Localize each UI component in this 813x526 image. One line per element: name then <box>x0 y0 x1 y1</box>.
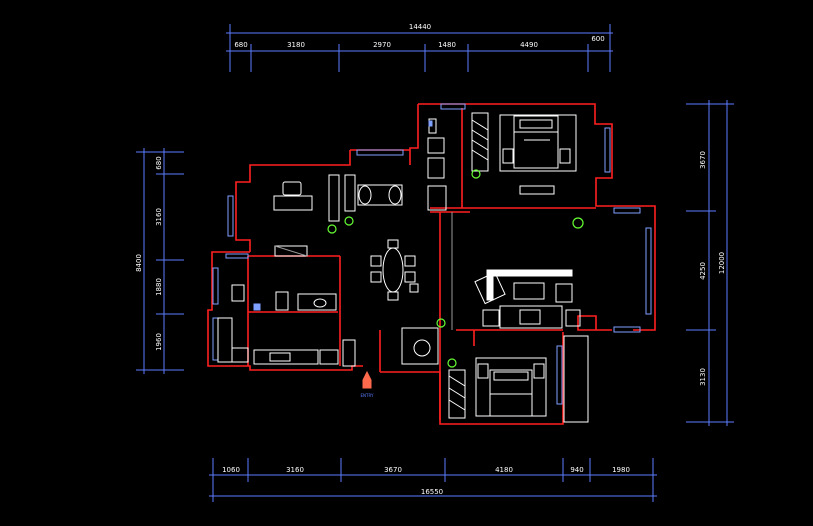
bottom-dimension-1: 1060 <box>222 466 240 474</box>
top-total-dimension: 14440 <box>409 23 431 31</box>
left-dimension-2: 3160 <box>155 208 163 226</box>
left-total-dimension: 8400 <box>135 254 143 272</box>
top-dimension-6: 600 <box>591 35 604 43</box>
right-dimension-chain: 3670 4250 3130 12000 <box>686 100 734 426</box>
bottom-dimension-3: 3670 <box>384 466 402 474</box>
windows <box>212 103 652 423</box>
master-bedroom-furniture <box>427 112 577 211</box>
study-furniture <box>273 174 403 257</box>
bottom-total-dimension: 16550 <box>421 488 443 496</box>
kitchen-bath-furniture <box>217 284 356 367</box>
right-dimension-2: 4250 <box>699 262 707 280</box>
right-dimension-1: 3670 <box>699 151 707 169</box>
entry-marker: ENTRY <box>361 370 374 398</box>
right-total-dimension: 12000 <box>718 252 726 274</box>
entry-label: ENTRY <box>361 393 374 398</box>
top-dimension-2: 3180 <box>287 41 305 49</box>
bottom-dimension-6: 1980 <box>612 466 630 474</box>
top-dimension-4: 1480 <box>438 41 456 49</box>
left-dimension-chain: 8400 680 3160 1880 1960 <box>135 148 184 374</box>
left-dimension-1: 680 <box>155 156 163 169</box>
bottom-dimension-4: 4180 <box>495 466 513 474</box>
bottom-dimension-chain: 1060 3160 3670 4180 940 1980 16550 <box>209 458 657 502</box>
top-dimension-chain: 14440 680 3180 2970 1480 4490 600 <box>226 23 613 72</box>
plants <box>327 169 584 368</box>
living-room-furniture <box>451 212 581 330</box>
bottom-dimension-2: 3160 <box>286 466 304 474</box>
left-dimension-4: 1960 <box>155 333 163 351</box>
bottom-dimension-5: 940 <box>570 466 583 474</box>
top-dimension-1: 680 <box>234 41 247 49</box>
top-dimension-5: 4490 <box>520 41 538 49</box>
left-dimension-3: 1880 <box>155 278 163 296</box>
top-dimension-3: 2970 <box>373 41 391 49</box>
second-bedroom-furniture <box>401 327 547 419</box>
right-dimension-3: 3130 <box>699 368 707 386</box>
dining-furniture <box>370 239 419 301</box>
